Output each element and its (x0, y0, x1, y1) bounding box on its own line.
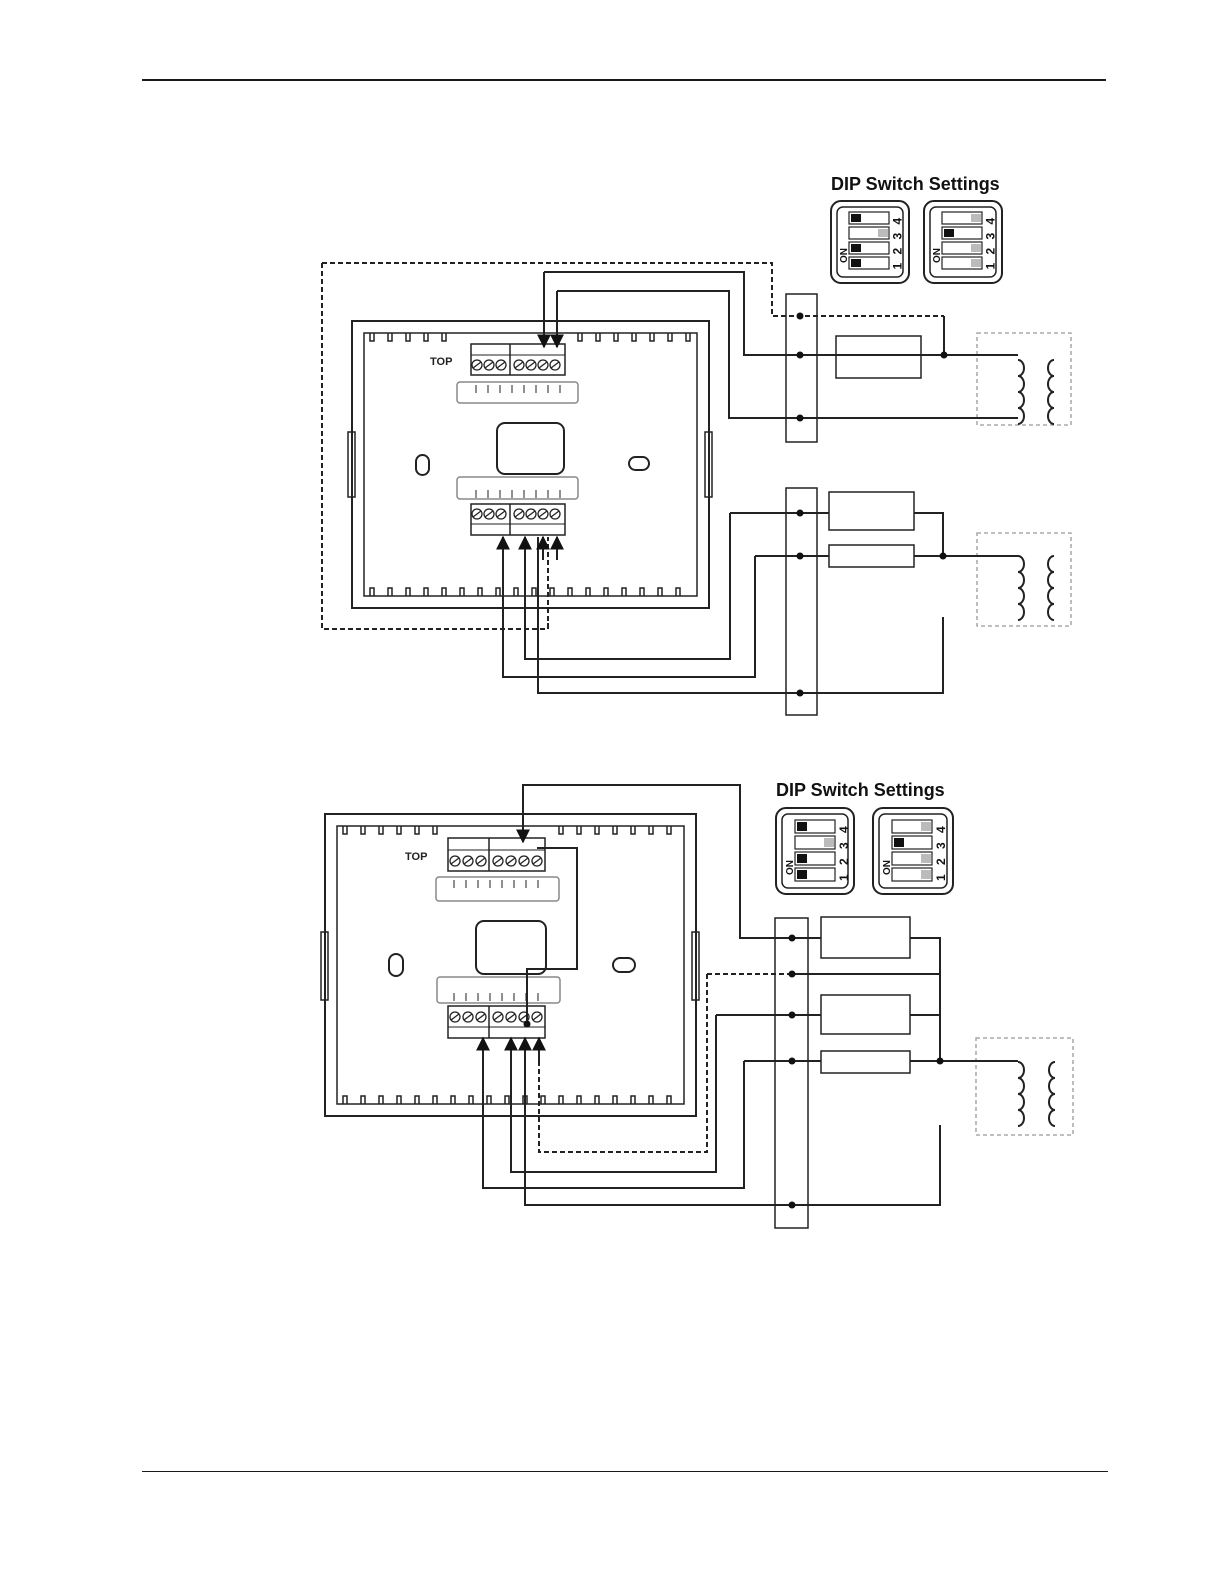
dip-switch-number: 4 (891, 218, 905, 225)
transformer-top-2 (977, 533, 1071, 626)
dip-switch-knob-on (797, 854, 807, 863)
dip-switch-knob-on (894, 838, 904, 847)
dip-switch-number: 2 (891, 248, 905, 255)
transformer-top-1 (977, 333, 1071, 425)
top-label: TOP (430, 356, 452, 368)
dip-switch-knob-on (797, 870, 807, 879)
dip-switch-knob-off (971, 214, 981, 222)
dip-switch-bottom-left: 1 2 3 4ON (776, 808, 854, 894)
dip-switch-number: 2 (984, 248, 998, 255)
relay-box-3 (829, 545, 914, 567)
dip-switch-top-left: 1 2 3 4ON (831, 201, 909, 283)
relay-box-1 (836, 336, 921, 378)
dip-switch-number: 4 (837, 826, 851, 833)
dip-switch-number: 3 (891, 233, 905, 240)
top-label: TOP (405, 851, 427, 863)
dip-switch-knob-off (921, 854, 931, 863)
relay-box-4 (821, 917, 910, 958)
dip-switch-knob-off (921, 870, 931, 879)
transformer-bottom (976, 1038, 1073, 1135)
dip-switch-knob-on (851, 244, 861, 252)
dip-on-label: ON (932, 248, 943, 263)
dip-switch-number: 1 (837, 874, 851, 881)
dip-switch-number: 4 (934, 826, 948, 833)
relay-box-6 (821, 1051, 910, 1073)
dip-switch-knob-off (878, 229, 888, 237)
dip-switch-number: 1 (984, 263, 998, 270)
dip-switch-knob-off (971, 244, 981, 252)
dip-switch-knob-off (971, 259, 981, 267)
dip-switch-number: 4 (984, 218, 998, 225)
dip-switch-knob-on (797, 822, 807, 831)
dip-on-label: ON (839, 248, 850, 263)
dip-switch-number: 3 (934, 842, 948, 849)
dip-switch-number: 1 (891, 263, 905, 270)
dip-switch-top-right: 1 2 3 4ON (924, 201, 1002, 283)
terminal-strip-bottom (775, 918, 808, 1228)
dip-switch-knob-on (851, 259, 861, 267)
dip-switch-knob-on (851, 214, 861, 222)
dip-on-label: ON (882, 860, 893, 875)
dip-switch-knob-on (944, 229, 954, 237)
dip-on-label: ON (785, 860, 796, 875)
dip-switch-number: 3 (984, 233, 998, 240)
dip-switch-number: 2 (934, 858, 948, 865)
wires-top (322, 263, 1018, 693)
junction-dots-top (797, 313, 948, 697)
dip-switch-knob-off (921, 822, 931, 831)
terminal-strip-lower (786, 488, 817, 715)
relay-box-5 (821, 995, 910, 1034)
relay-box-2 (829, 492, 914, 530)
dip-switch-number: 1 (934, 874, 948, 881)
dip-switch-number: 2 (837, 858, 851, 865)
dip-switch-bottom-right: 1 2 3 4ON (873, 808, 953, 894)
diagram-top: TOP (322, 263, 1071, 715)
junction-dots-bottom (524, 935, 944, 1209)
diagram-bottom: TOP (321, 785, 1073, 1228)
thermostat-backplate-top: TOP (348, 321, 712, 608)
dip-switch-knob-off (824, 838, 834, 847)
dip-switch-number: 3 (837, 842, 851, 849)
